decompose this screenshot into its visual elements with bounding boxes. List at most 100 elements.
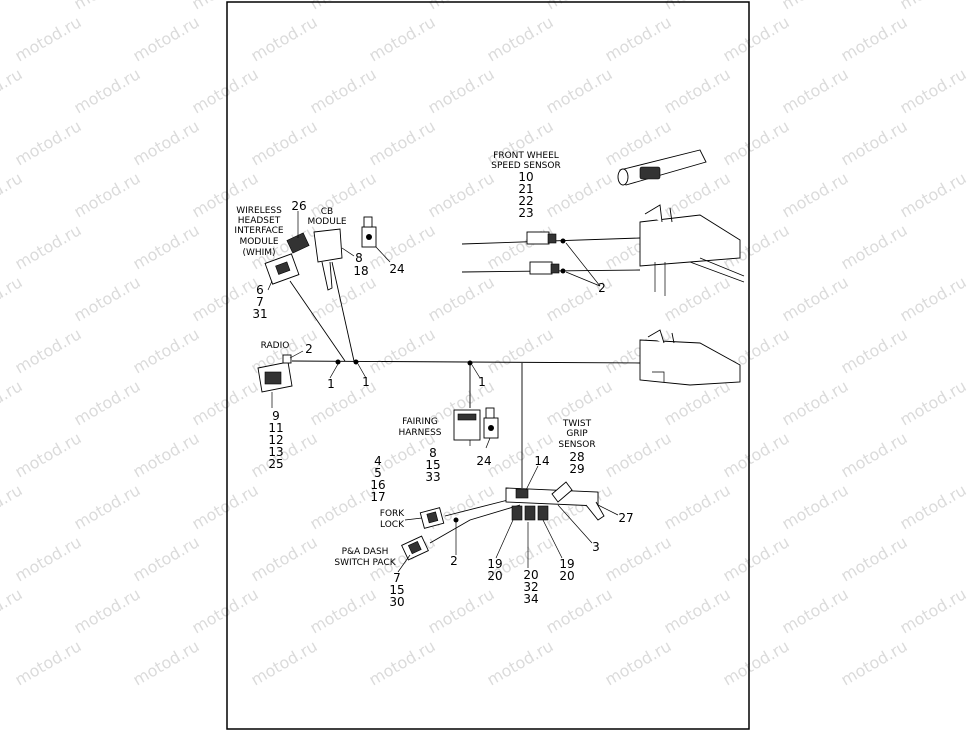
- watermark-text: motod.ru: [0, 64, 26, 117]
- ref-number: 20: [487, 569, 502, 583]
- leader-lines: [267, 211, 619, 573]
- radio-label: RADIO: [261, 341, 290, 351]
- watermark-text: motod.ru: [779, 272, 852, 325]
- watermark-text: motod.ru: [838, 532, 911, 585]
- watermark-text: motod.ru: [71, 584, 144, 637]
- watermark-text: motod.ru: [71, 376, 144, 429]
- watermark-text: motod.ru: [12, 428, 85, 481]
- fairing-harness-label-line2: HARNESS: [398, 428, 441, 438]
- callout-14: 14: [534, 454, 549, 468]
- ref-number: 34: [523, 592, 538, 606]
- switch-cluster: [505, 481, 605, 521]
- watermark-text: motod.ru: [897, 168, 970, 221]
- whim-label-line2: HEADSET: [238, 216, 281, 226]
- ref-number: 12: [268, 433, 283, 447]
- twist-grip-sensor-label-line3: SENSOR: [558, 440, 595, 450]
- cb-module-label-line1: CB: [321, 207, 333, 217]
- whim-connector-26: [286, 232, 310, 254]
- watermark-text: motod.ru: [71, 480, 144, 533]
- watermark-text: motod.ru: [838, 428, 911, 481]
- cb-module-label-line2: MODULE: [307, 217, 346, 227]
- radio-unit: [257, 354, 293, 393]
- watermark-text: motod.ru: [71, 0, 144, 13]
- ref-number: 25: [268, 457, 283, 471]
- dash-pack-wire: [429, 504, 521, 544]
- whim-label-line1: WIRELESS: [236, 206, 282, 216]
- callout-2-bottom: 2: [450, 554, 458, 568]
- callout-1-c: 1: [478, 375, 486, 389]
- watermark-text: motod.ru: [0, 584, 26, 637]
- cb-branch-wire: [331, 261, 355, 362]
- watermark-text: motod.ru: [130, 636, 203, 689]
- cb-module: [313, 228, 343, 291]
- watermark-text: motod.ru: [897, 584, 970, 637]
- ref-number: 20: [523, 568, 538, 582]
- watermark-text: motod.ru: [130, 116, 203, 169]
- callout-26: 26: [291, 199, 306, 213]
- ref-number: 7: [256, 295, 264, 309]
- fork-lock-connector: [419, 507, 445, 529]
- watermark-text: motod.ru: [779, 584, 852, 637]
- fork-tube-lower: [639, 329, 741, 386]
- whim-label-line4: MODULE: [239, 237, 278, 247]
- watermark-text: motod.ru: [71, 272, 144, 325]
- callout-1-b: 1: [362, 375, 370, 389]
- connector-24-mid: [483, 407, 499, 439]
- ref-number: 15: [389, 583, 404, 597]
- fork-tube-upper: [639, 204, 745, 296]
- fairing-harness-connector: [453, 409, 481, 441]
- ref-number: 32: [523, 580, 538, 594]
- callout-2-radio: 2: [305, 342, 313, 356]
- watermark-text: motod.ru: [0, 272, 26, 325]
- watermark-text: motod.ru: [12, 532, 85, 585]
- ref-number: 8: [355, 251, 363, 265]
- watermark-text: motod.ru: [779, 376, 852, 429]
- ref-number: 8: [429, 446, 437, 460]
- fork-lock-wire: [444, 499, 509, 517]
- ref-number: 5: [374, 466, 382, 480]
- ref-number: 19: [559, 557, 574, 571]
- ref-number: 31: [252, 307, 267, 321]
- speed-sensor-axle: [617, 149, 707, 186]
- watermark-text: motod.ru: [779, 168, 852, 221]
- ref-number: 28: [569, 450, 584, 464]
- watermark-text: motod.ru: [838, 116, 911, 169]
- watermark-text: motod.ru: [897, 0, 970, 13]
- watermark-text: motod.ru: [838, 12, 911, 65]
- ref-number: 6: [256, 283, 264, 297]
- callout-27: 27: [618, 511, 633, 525]
- ref-number: 17: [370, 490, 385, 504]
- watermark-text: motod.ru: [12, 636, 85, 689]
- watermark-text: motod.ru: [897, 376, 970, 429]
- connector-24-top: [361, 216, 377, 248]
- watermark-text: motod.ru: [779, 480, 852, 533]
- watermark-text: motod.ru: [897, 64, 970, 117]
- ref-number: 15: [425, 458, 440, 472]
- ref-number: 10: [518, 170, 533, 184]
- ref-number: 18: [353, 264, 368, 278]
- watermark-text: motod.ru: [12, 116, 85, 169]
- ref-number: 21: [518, 182, 533, 196]
- fork-lock-label-line1: FORK: [380, 509, 406, 519]
- ref-number: 20: [559, 569, 574, 583]
- watermark-text: motod.ru: [897, 480, 970, 533]
- watermark-text: motod.ru: [71, 168, 144, 221]
- watermark-text: motod.ru: [130, 324, 203, 377]
- ref-number: 13: [268, 445, 283, 459]
- callout-3: 3: [592, 540, 600, 554]
- watermark-text: motod.ru: [838, 220, 911, 273]
- ref-number: 30: [389, 595, 404, 609]
- watermark-text: motod.ru: [838, 636, 911, 689]
- twist-grip-sensor-label-line1: TWIST: [562, 419, 592, 429]
- ref-number: 19: [487, 557, 502, 571]
- watermark-text: motod.ru: [130, 428, 203, 481]
- whim-branch-wire: [289, 280, 346, 362]
- dash-switch-pack-connector: [401, 535, 429, 561]
- watermark-text: motod.ru: [130, 220, 203, 273]
- main-harness-wire: [291, 360, 641, 364]
- watermark-text: motod.ru: [12, 12, 85, 65]
- watermark-text: motod.ru: [0, 376, 26, 429]
- whim-module: [264, 253, 300, 285]
- ref-number: 22: [518, 194, 533, 208]
- callout-2-front: 2: [598, 281, 606, 295]
